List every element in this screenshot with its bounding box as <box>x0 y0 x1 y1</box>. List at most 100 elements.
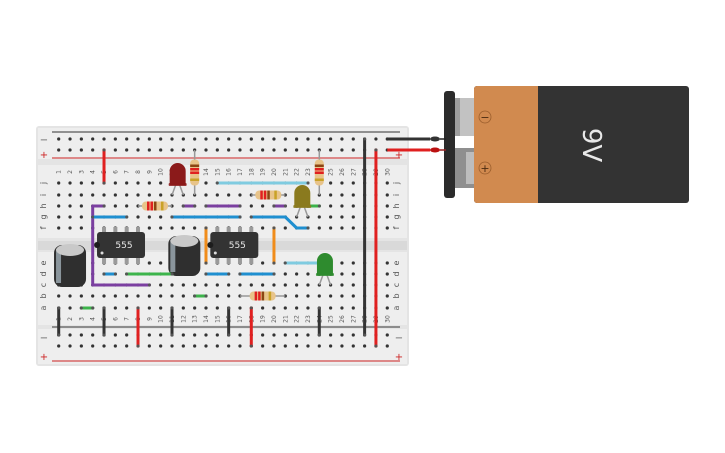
yellow-led[interactable] <box>293 185 312 218</box>
hole[interactable] <box>147 294 151 298</box>
hole[interactable] <box>340 261 344 265</box>
hole[interactable] <box>170 226 174 230</box>
red-wire[interactable] <box>136 306 140 348</box>
rail-hole[interactable] <box>91 137 95 141</box>
black-wire[interactable] <box>57 306 61 337</box>
rail-hole[interactable] <box>68 344 72 348</box>
rail-hole[interactable] <box>193 333 197 337</box>
hole[interactable] <box>283 226 287 230</box>
blue-wire[interactable] <box>249 215 310 230</box>
hole[interactable] <box>283 272 287 276</box>
hole[interactable] <box>351 204 355 208</box>
rail-hole[interactable] <box>249 148 253 152</box>
rail-hole[interactable] <box>385 344 389 348</box>
rail-hole[interactable] <box>306 333 310 337</box>
hole[interactable] <box>385 306 389 310</box>
hole[interactable] <box>147 181 151 185</box>
hole[interactable] <box>68 215 72 219</box>
hole[interactable] <box>351 215 355 219</box>
hole[interactable] <box>113 306 117 310</box>
hole[interactable] <box>295 283 299 287</box>
rail-hole[interactable] <box>261 333 265 337</box>
rail-hole[interactable] <box>306 344 310 348</box>
blue-wire[interactable] <box>204 272 231 276</box>
rail-hole[interactable] <box>295 333 299 337</box>
rail-hole[interactable] <box>340 137 344 141</box>
hole[interactable] <box>181 283 185 287</box>
rail-hole[interactable] <box>204 333 208 337</box>
rail-hole[interactable] <box>283 344 287 348</box>
rail-hole[interactable] <box>147 148 151 152</box>
green-wire[interactable] <box>125 272 174 276</box>
hole[interactable] <box>283 283 287 287</box>
hole[interactable] <box>147 226 151 230</box>
hole[interactable] <box>159 215 163 219</box>
hole[interactable] <box>159 193 163 197</box>
rail-hole[interactable] <box>91 344 95 348</box>
ic-555-2[interactable]: 555 <box>207 227 259 264</box>
hole[interactable] <box>147 261 151 265</box>
hole[interactable] <box>215 193 219 197</box>
hole[interactable] <box>351 272 355 276</box>
rail-hole[interactable] <box>238 333 242 337</box>
cyan-wire[interactable] <box>215 181 310 185</box>
black-wire[interactable] <box>317 306 321 337</box>
red-wire[interactable] <box>102 148 106 185</box>
hole[interactable] <box>385 181 389 185</box>
hole[interactable] <box>215 306 219 310</box>
purple-wire[interactable] <box>181 204 197 208</box>
hole[interactable] <box>193 283 197 287</box>
rail-hole[interactable] <box>181 137 185 141</box>
rail-hole[interactable] <box>181 333 185 337</box>
hole[interactable] <box>261 283 265 287</box>
rail-hole[interactable] <box>215 148 219 152</box>
hole[interactable] <box>295 306 299 310</box>
hole[interactable] <box>238 306 242 310</box>
hole[interactable] <box>385 294 389 298</box>
green-wire[interactable] <box>193 294 208 298</box>
hole[interactable] <box>329 181 333 185</box>
hole[interactable] <box>113 181 117 185</box>
resistor-5[interactable] <box>239 291 286 301</box>
rail-hole[interactable] <box>261 137 265 141</box>
red-wire[interactable] <box>249 306 253 348</box>
hole[interactable] <box>283 306 287 310</box>
resistor-2[interactable] <box>190 150 200 195</box>
rail-hole[interactable] <box>147 333 151 337</box>
hole[interactable] <box>79 226 83 230</box>
black-wire[interactable] <box>170 306 174 337</box>
hole[interactable] <box>272 283 276 287</box>
hole[interactable] <box>57 193 61 197</box>
rail-hole[interactable] <box>193 344 197 348</box>
hole[interactable] <box>68 193 72 197</box>
rail-hole[interactable] <box>272 344 276 348</box>
blue-wire[interactable] <box>91 215 129 219</box>
hole[interactable] <box>79 294 83 298</box>
hole[interactable] <box>204 181 208 185</box>
hole[interactable] <box>79 181 83 185</box>
rail-hole[interactable] <box>204 148 208 152</box>
hole[interactable] <box>340 193 344 197</box>
hole[interactable] <box>306 306 310 310</box>
hole[interactable] <box>57 226 61 230</box>
hole[interactable] <box>79 215 83 219</box>
hole[interactable] <box>136 294 140 298</box>
blue-wire[interactable] <box>170 215 242 219</box>
hole[interactable] <box>91 193 95 197</box>
rail-hole[interactable] <box>374 137 378 141</box>
hole[interactable] <box>215 283 219 287</box>
rail-hole[interactable] <box>91 148 95 152</box>
rail-hole[interactable] <box>238 137 242 141</box>
hole[interactable] <box>340 215 344 219</box>
hole[interactable] <box>329 294 333 298</box>
hole[interactable] <box>385 204 389 208</box>
rail-hole[interactable] <box>125 137 129 141</box>
hole[interactable] <box>125 204 129 208</box>
hole[interactable] <box>136 215 140 219</box>
hole[interactable] <box>227 283 231 287</box>
hole[interactable] <box>351 181 355 185</box>
hole[interactable] <box>351 193 355 197</box>
hole[interactable] <box>261 306 265 310</box>
rail-hole[interactable] <box>215 344 219 348</box>
rail-hole[interactable] <box>204 344 208 348</box>
